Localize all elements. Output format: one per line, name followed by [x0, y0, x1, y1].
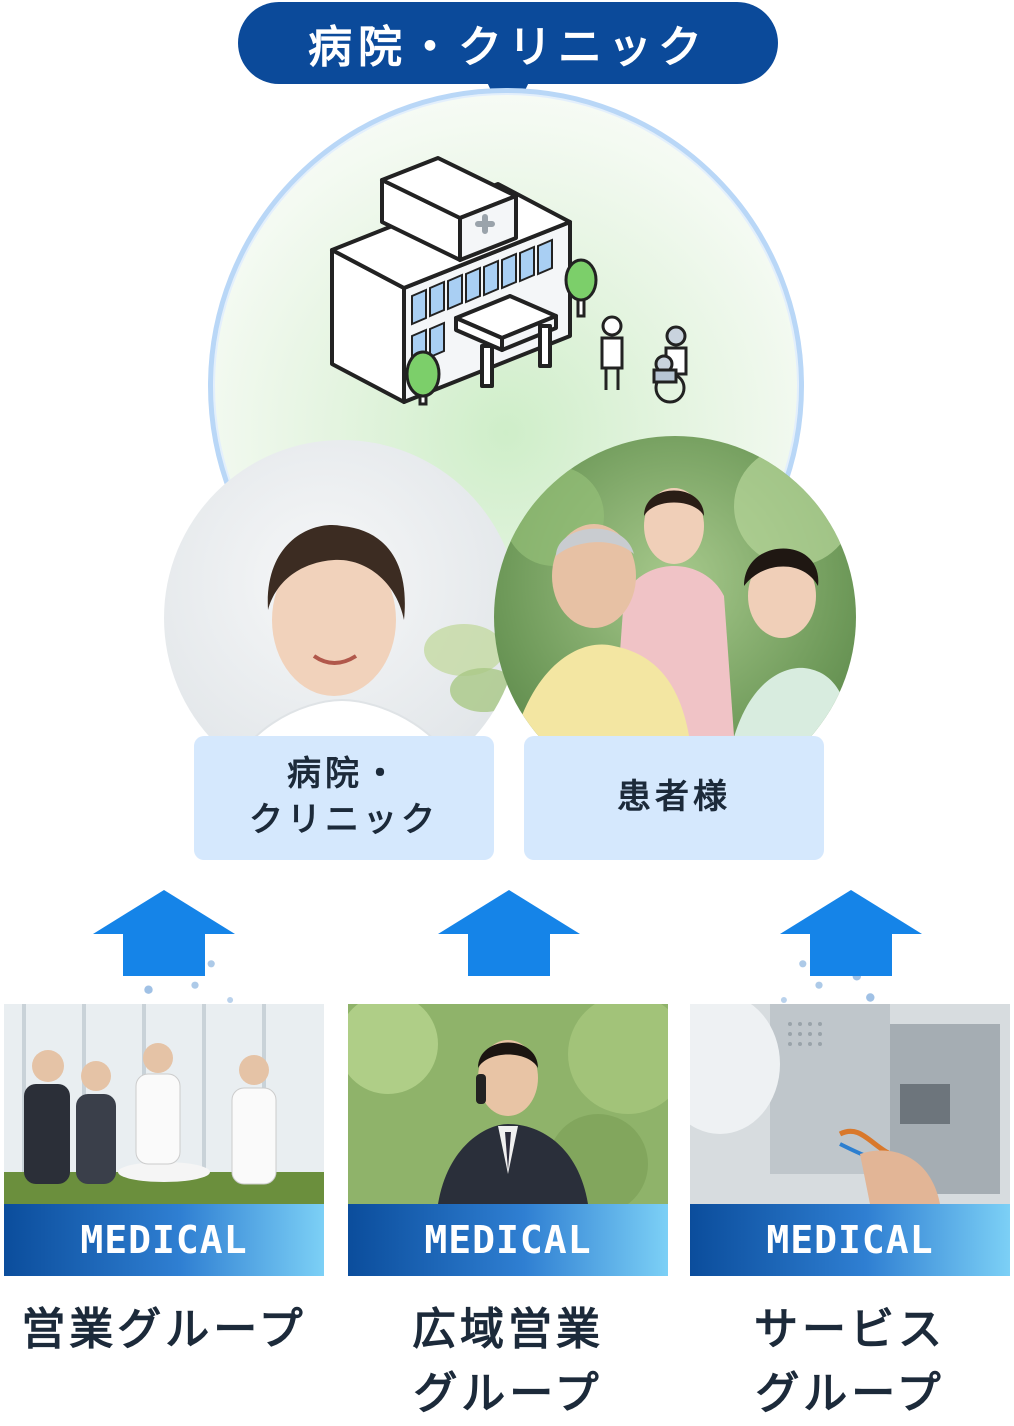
wide-area-sales-group-label: 広域営業 グループ [348, 1298, 668, 1426]
decorative-dot [191, 981, 199, 989]
medical-badge-text: MEDICAL [766, 1218, 934, 1262]
decorative-dot [780, 997, 787, 1003]
patient-label-box: 患者様 [524, 736, 824, 860]
decorative-dot [144, 985, 153, 994]
sales-group-photo [4, 1004, 324, 1204]
decorative-dot [866, 993, 875, 1002]
page-title: 病院・クリニック [238, 2, 778, 84]
service-group-photo [690, 1004, 1010, 1204]
wide-area-sales-group-card: MEDICAL [348, 1004, 668, 1276]
clinic-label-line-2: クリニック [249, 800, 439, 840]
tree-icon [405, 258, 598, 406]
medical-badge: MEDICAL [4, 1204, 324, 1276]
medical-badge: MEDICAL [348, 1204, 668, 1276]
nurse-figure-icon [600, 315, 624, 390]
hospital-building-icon [330, 156, 688, 406]
medical-badge-text: MEDICAL [80, 1218, 248, 1262]
patient-label-text: 患者様 [617, 777, 731, 818]
wide-area-sales-label-line-1: 広域営業 [412, 1304, 604, 1355]
sales-group-label-line-1: 営業グループ [21, 1304, 307, 1355]
service-group-card: MEDICAL [690, 1004, 1010, 1276]
clinic-label-line-1: 病院・ [287, 754, 401, 795]
medical-badge: MEDICAL [690, 1204, 1010, 1276]
medical-badge-text: MEDICAL [424, 1218, 592, 1262]
decorative-dot [799, 960, 807, 968]
wheelchair-figure-icon [652, 325, 688, 404]
up-arrow-icon [438, 890, 580, 976]
decorative-dot [227, 997, 234, 1003]
wide-area-sales-photo [348, 1004, 668, 1204]
page-title-text: 病院・クリニック [308, 22, 708, 73]
wide-area-sales-label-line-2: グループ [413, 1367, 603, 1419]
up-arrow-icon [93, 890, 235, 976]
service-group-label-line-2: グループ [755, 1367, 945, 1419]
decorative-dot [815, 981, 823, 989]
patient-photo [494, 436, 856, 798]
service-group-label-line-1: サービス [754, 1304, 946, 1355]
decorative-dot [207, 960, 215, 968]
service-group-label: サービス グループ [690, 1298, 1010, 1426]
clinic-label-box: 病院・ クリニック [194, 736, 494, 860]
sales-group-label: 営業グループ [4, 1298, 324, 1362]
up-arrow-icon [780, 890, 922, 976]
sales-group-card: MEDICAL [4, 1004, 324, 1276]
